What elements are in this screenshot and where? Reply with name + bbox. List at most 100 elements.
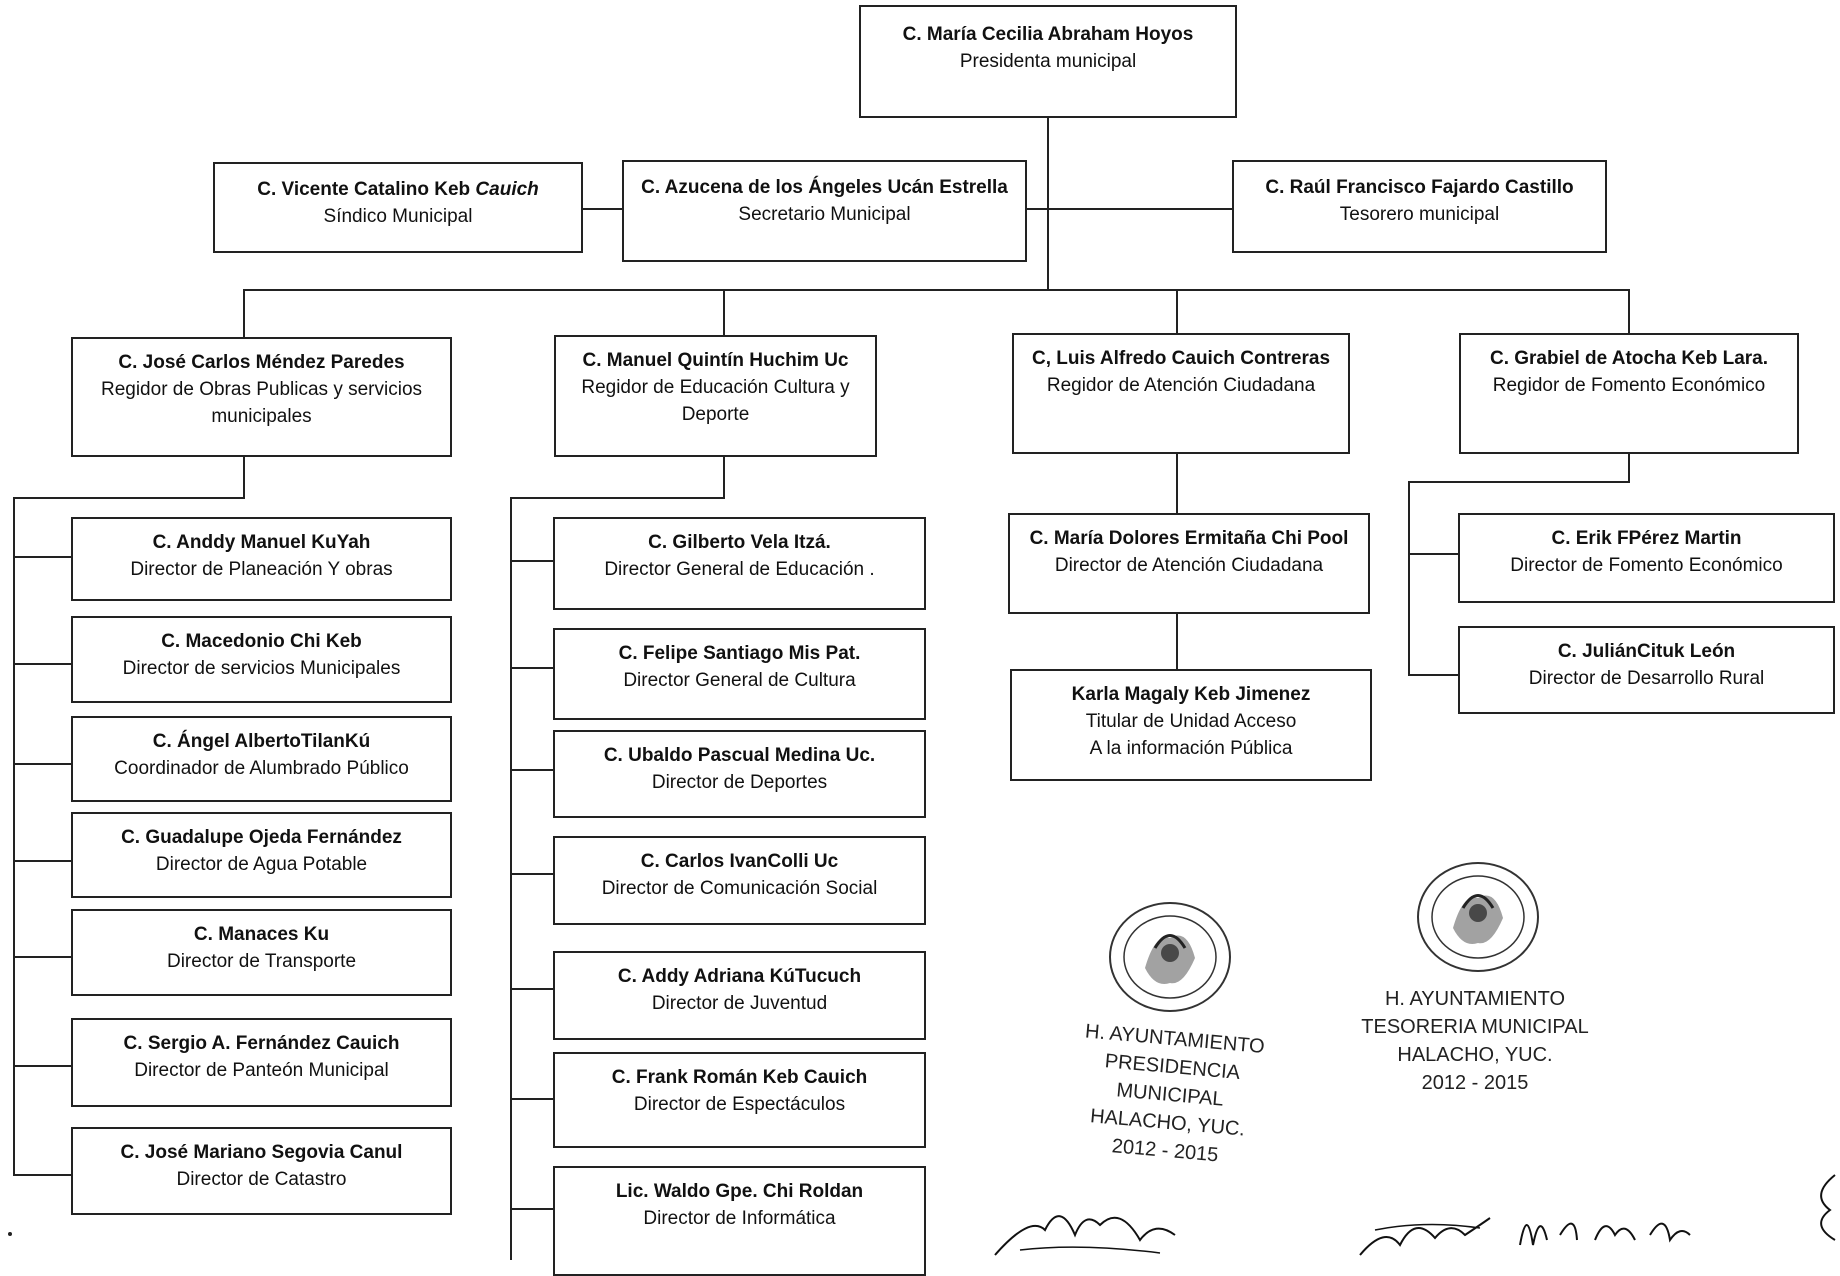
sindico-title: Síndico Municipal (323, 206, 473, 227)
director-name: C. Ángel AlbertoTilanKú (152, 731, 371, 752)
director-box: C. Ubaldo Pascual Medina Uc. Director de… (553, 730, 926, 818)
connector-line (13, 956, 71, 958)
director-box: C. Manaces Ku Director de Transporte (71, 909, 452, 996)
mexican-coat-of-arms-seal-icon (1109, 902, 1231, 1012)
connector-line (1408, 553, 1460, 555)
director-box: Lic. Waldo Gpe. Chi Roldan Director de I… (553, 1166, 926, 1276)
director-name: C. Manaces Ku (193, 924, 330, 945)
connector-line (510, 1098, 555, 1100)
director-title: Director de Panteón Municipal (134, 1060, 389, 1081)
director-box: C. José Mariano Segovia Canul Director d… (71, 1127, 452, 1215)
director-name: C. José Mariano Segovia Canul (120, 1142, 403, 1163)
director-title: Director de Agua Potable (155, 854, 368, 875)
director-title: Director de Juventud (651, 993, 828, 1014)
connector-line (13, 1174, 71, 1176)
regidor-name: C, Luis Alfredo Cauich Contreras (1031, 348, 1331, 369)
president-box: C. María Cecilia Abraham Hoyos President… (859, 5, 1237, 118)
director-title: Director de Atención Ciudadana (1054, 555, 1324, 576)
regidor-title: Regidor de Atención Ciudadana (1046, 375, 1316, 396)
connector-line (1047, 117, 1049, 289)
director-box: C. Erik FPérez Martin Director de Foment… (1458, 513, 1835, 603)
secretario-name: C. Azucena de los Ángeles Ucán Estrella (641, 177, 1008, 198)
director-name: C. Guadalupe Ojeda Fernández (121, 827, 402, 848)
director-name: C. Anddy Manuel KuYah (152, 532, 371, 553)
connector-line (13, 556, 71, 558)
director-box: C. Gilberto Vela Itzá. Director General … (553, 517, 926, 610)
president-name: C. María Cecilia Abraham Hoyos (902, 24, 1194, 45)
connector-line (723, 289, 725, 335)
director-name: C. Addy Adriana KúTucuch (617, 966, 862, 987)
connector-line (243, 456, 245, 498)
director-title: Coordinador de Alumbrado Público (114, 758, 409, 779)
connector-line (13, 663, 71, 665)
director-box: C. Guadalupe Ojeda Fernández Director de… (71, 812, 452, 898)
director-title: Director de Informática (643, 1208, 836, 1229)
connector-line (13, 763, 71, 765)
secretario-box: C. Azucena de los Ángeles Ucán Estrella … (622, 160, 1027, 262)
director-title: Director de servicios Municipales (122, 658, 401, 679)
president-title: Presidenta municipal (959, 51, 1137, 72)
director-title: Director de Comunicación Social (601, 878, 878, 899)
director-box: C. Frank Román Keb Cauich Director de Es… (553, 1052, 926, 1148)
director-name: C. Ubaldo Pascual Medina Uc. (603, 745, 876, 766)
connector-line (1628, 289, 1630, 333)
director-box: C. Sergio A. Fernández Cauich Director d… (71, 1018, 452, 1107)
director-name: C. Sergio A. Fernández Cauich (123, 1033, 400, 1054)
signature-icon (1820, 1174, 1836, 1241)
stray-mark (8, 1232, 12, 1236)
seal-caption: H. AYUNTAMIENTO PRESIDENCIA MUNICIPAL HA… (1084, 1020, 1266, 1167)
tesorero-box: C. Raúl Francisco Fajardo Castillo Tesor… (1232, 160, 1607, 253)
director-name: C. JuliánCituk León (1557, 641, 1736, 662)
director-title: Director General de Cultura (623, 670, 856, 691)
connector-line (510, 1208, 555, 1210)
director-title: Director de Espectáculos (633, 1094, 846, 1115)
connector-line (13, 1065, 71, 1067)
director-box: Karla Magaly Keb Jimenez Titular de Unid… (1010, 669, 1372, 781)
regidor-name: C. José Carlos Méndez Paredes (118, 352, 405, 373)
connector-line (510, 497, 725, 499)
director-title: Titular de Unidad Acceso (1085, 711, 1297, 732)
director-box: C. Felipe Santiago Mis Pat. Director Gen… (553, 628, 926, 720)
director-box: C. JuliánCituk León Director de Desarrol… (1458, 626, 1835, 714)
sindico-name: C. Vicente Catalino Keb Cauich (257, 179, 539, 200)
director-name: C. Frank Román Keb Cauich (611, 1067, 868, 1088)
director-box: C. Carlos IvanColli Uc Director de Comun… (553, 836, 926, 925)
tesorero-name: C. Raúl Francisco Fajardo Castillo (1265, 177, 1574, 198)
director-name: Lic. Waldo Gpe. Chi Roldan (615, 1181, 864, 1202)
director-name: C. Gilberto Vela Itzá. (648, 532, 831, 553)
connector-line (13, 497, 15, 1175)
connector-line (510, 873, 555, 875)
director-name: Karla Magaly Keb Jimenez (1071, 684, 1311, 705)
tesorero-title: Tesorero municipal (1339, 204, 1500, 225)
director-title: Director de Desarrollo Rural (1528, 668, 1765, 689)
connector-line (1176, 453, 1178, 513)
connector-line (243, 289, 1629, 291)
sindico-box: C. Vicente Catalino Keb Cauich Síndico M… (213, 162, 583, 253)
connector-line (723, 456, 725, 498)
connector-line (510, 560, 555, 562)
connector-line (1408, 481, 1410, 675)
director-name: C. Macedonio Chi Keb (161, 631, 362, 652)
regidor-name: C. Grabiel de Atocha Keb Lara. (1489, 348, 1769, 369)
connector-line (243, 289, 245, 337)
connector-line (510, 497, 512, 1260)
director-title: Director General de Educación . (604, 559, 875, 580)
director-title-line2: A la información Pública (1089, 738, 1293, 759)
connector-line (510, 667, 555, 669)
connector-line (1628, 453, 1630, 482)
regidor-title: Regidor de Obras Publicas y servicios mu… (100, 379, 423, 427)
connector-line (1408, 674, 1460, 676)
director-name: C. Erik FPérez Martin (1551, 528, 1742, 549)
director-name: C. María Dolores Ermitaña Chi Pool (1029, 528, 1349, 549)
director-title: Director de Transporte (166, 951, 357, 972)
director-title: Director de Fomento Económico (1510, 555, 1783, 576)
signature-icon (994, 1215, 1176, 1256)
director-name: C. Carlos IvanColli Uc (640, 851, 839, 872)
connector-line (13, 860, 71, 862)
regidor-title: Regidor de Fomento Económico (1492, 375, 1766, 396)
director-box: C. Ángel AlbertoTilanKú Coordinador de A… (71, 716, 452, 802)
regidor-atencion-box: C, Luis Alfredo Cauich Contreras Regidor… (1012, 333, 1350, 454)
regidor-educacion-box: C. Manuel Quintín Huchim Uc Regidor de E… (554, 335, 877, 457)
connector-line (1176, 289, 1178, 333)
connector-line (1408, 481, 1630, 483)
